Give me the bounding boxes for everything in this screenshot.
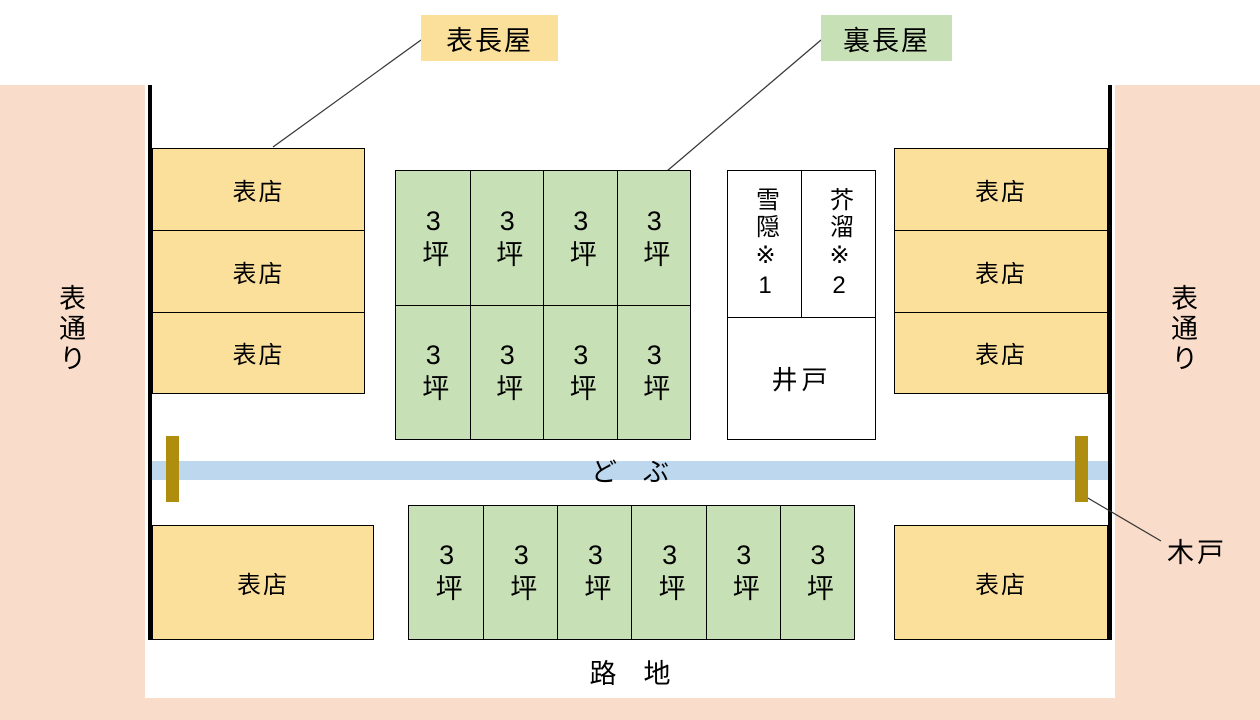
unit-3tsubo: 3坪 bbox=[469, 305, 543, 439]
unit-3tsubo: 3坪 bbox=[469, 171, 543, 305]
unit-3tsubo: 3坪 bbox=[409, 506, 484, 639]
street-strip-bottom bbox=[0, 698, 1260, 720]
leader-line-front-rowhouse bbox=[272, 39, 422, 148]
unit-3tsubo: 3坪 bbox=[396, 305, 470, 439]
unit-3tsubo: 3坪 bbox=[557, 506, 632, 639]
front-shop: 表店 bbox=[895, 230, 1107, 311]
gate-label: 木戸 bbox=[1167, 538, 1227, 568]
street-strip-right bbox=[1115, 85, 1260, 720]
back-rowhouse-bottom-block: 3坪 3坪 3坪 3坪 3坪 3坪 bbox=[408, 505, 855, 640]
front-shop-stack-right: 表店 表店 表店 bbox=[894, 148, 1108, 394]
gutter-band bbox=[152, 461, 1108, 480]
alley-label: 路 地 bbox=[589, 658, 671, 689]
legend-back-rowhouse: 裏長屋 bbox=[821, 15, 952, 61]
boundary-wall-right bbox=[1108, 85, 1112, 640]
leader-line-back-rowhouse bbox=[666, 39, 822, 172]
wooden-gate-right bbox=[1075, 436, 1088, 502]
front-street-label-right: 表通り bbox=[1167, 284, 1197, 374]
toilet-box: 雪隠※1 bbox=[728, 171, 802, 317]
unit-3tsubo: 3坪 bbox=[543, 305, 617, 439]
back-rowhouse-top-block: 3坪 3坪 3坪 3坪 3坪 3坪 3坪 3坪 bbox=[395, 170, 691, 440]
boundary-wall-left bbox=[148, 85, 152, 640]
facility-block: 雪隠※1 芥溜※2 井戸 bbox=[727, 170, 876, 440]
front-shop: 表店 bbox=[153, 230, 364, 311]
unit-3tsubo: 3坪 bbox=[705, 506, 780, 639]
unit-3tsubo: 3坪 bbox=[779, 506, 854, 639]
unit-3tsubo: 3坪 bbox=[616, 171, 690, 305]
wooden-gate-left bbox=[166, 436, 179, 502]
front-shop: 表店 bbox=[975, 179, 1027, 207]
well-box: 井戸 bbox=[728, 317, 875, 439]
unit-3tsubo: 3坪 bbox=[543, 171, 617, 305]
unit-3tsubo: 3坪 bbox=[396, 171, 470, 305]
garbage-dump-box: 芥溜※2 bbox=[825, 186, 853, 302]
front-shop: 表店 bbox=[153, 311, 364, 393]
unit-3tsubo: 3坪 bbox=[631, 506, 706, 639]
unit-3tsubo: 3坪 bbox=[616, 305, 690, 439]
front-shop: 表店 bbox=[232, 179, 285, 207]
front-shop-stack-left: 表店 表店 表店 bbox=[152, 148, 365, 394]
legend-front-rowhouse: 表長屋 bbox=[421, 15, 558, 61]
unit-3tsubo: 3坪 bbox=[483, 506, 558, 639]
front-shop: 表店 bbox=[894, 525, 1108, 640]
front-street-label-left: 表通り bbox=[55, 284, 85, 374]
gutter-label: ど ぶ bbox=[590, 456, 669, 487]
front-shop: 表店 bbox=[895, 311, 1107, 393]
street-strip-left bbox=[0, 85, 145, 720]
front-shop: 表店 bbox=[152, 525, 374, 640]
